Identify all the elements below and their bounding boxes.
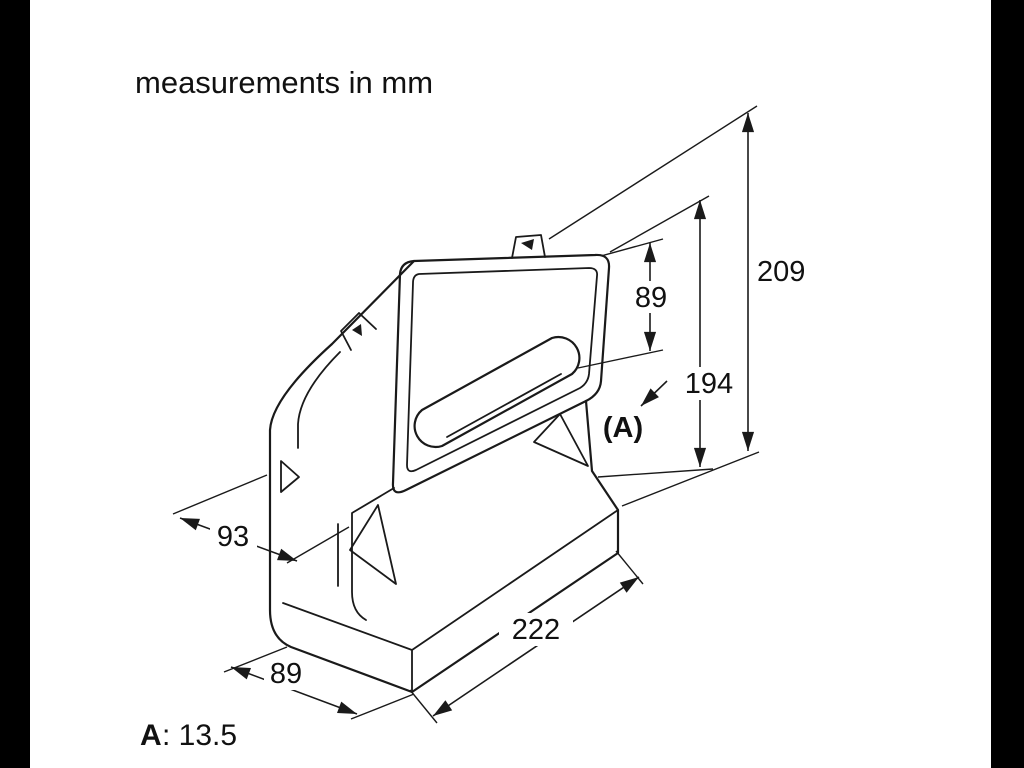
dim-outlet-height: 89 bbox=[577, 238, 673, 369]
outlet-slot-depth-line bbox=[446, 373, 562, 438]
dim-base-length: 222 bbox=[409, 550, 644, 724]
extension-line bbox=[409, 689, 438, 724]
duct-inner-bend-lines bbox=[297, 351, 395, 621]
extension-line bbox=[600, 238, 664, 257]
extension-line bbox=[577, 349, 664, 369]
paper-background bbox=[30, 0, 991, 768]
diagram-title: measurements in mm bbox=[135, 65, 433, 100]
clip-notch-icon bbox=[352, 324, 362, 336]
label-background bbox=[499, 613, 573, 646]
dim-label-ref-a: (A) bbox=[603, 412, 643, 444]
clip-notch-icon bbox=[521, 239, 534, 250]
leader-line bbox=[640, 380, 668, 407]
extension-line bbox=[621, 451, 760, 507]
label-background bbox=[210, 521, 257, 552]
dim-ref-a: (A) bbox=[603, 380, 668, 444]
footnote-label: A bbox=[140, 719, 162, 752]
dim-label-194: 194 bbox=[685, 368, 733, 400]
dim-duct-depth: 93 bbox=[172, 474, 350, 564]
footnote-value: : 13.5 bbox=[162, 719, 237, 752]
gusset-left bbox=[349, 504, 397, 585]
dim-base-width: 89 bbox=[223, 646, 415, 720]
extension-line bbox=[350, 693, 415, 720]
outlet-flange-outer bbox=[391, 253, 611, 494]
extension-line bbox=[609, 195, 710, 253]
extension-line bbox=[286, 526, 350, 564]
gusset-right bbox=[533, 413, 589, 467]
dim-total-height: 209 bbox=[548, 105, 805, 507]
latch-triangle bbox=[280, 460, 300, 493]
dimension-line bbox=[230, 666, 358, 715]
dim-label-222: 222 bbox=[512, 614, 560, 646]
dim-flange-height: 194 bbox=[597, 195, 742, 478]
outlet-flange-inner-rim bbox=[406, 267, 598, 473]
mounting-clip-top bbox=[511, 234, 546, 259]
extension-line bbox=[172, 474, 268, 515]
dimension-line bbox=[432, 576, 640, 717]
dim-label-89-top: 89 bbox=[635, 282, 667, 314]
mounting-clip-side bbox=[340, 312, 377, 351]
label-background bbox=[676, 367, 742, 400]
dim-label-93: 93 bbox=[217, 521, 249, 553]
label-background bbox=[264, 659, 308, 690]
outlet-slot bbox=[413, 335, 581, 449]
extension-line bbox=[597, 468, 714, 478]
dim-label-209: 209 bbox=[757, 256, 805, 288]
footnote-ref-a: A : 13.5 bbox=[140, 719, 237, 752]
part-outer-silhouette bbox=[268, 259, 620, 694]
dim-label-89-bottom: 89 bbox=[270, 658, 302, 690]
extension-line bbox=[548, 105, 758, 240]
label-background bbox=[629, 281, 673, 313]
